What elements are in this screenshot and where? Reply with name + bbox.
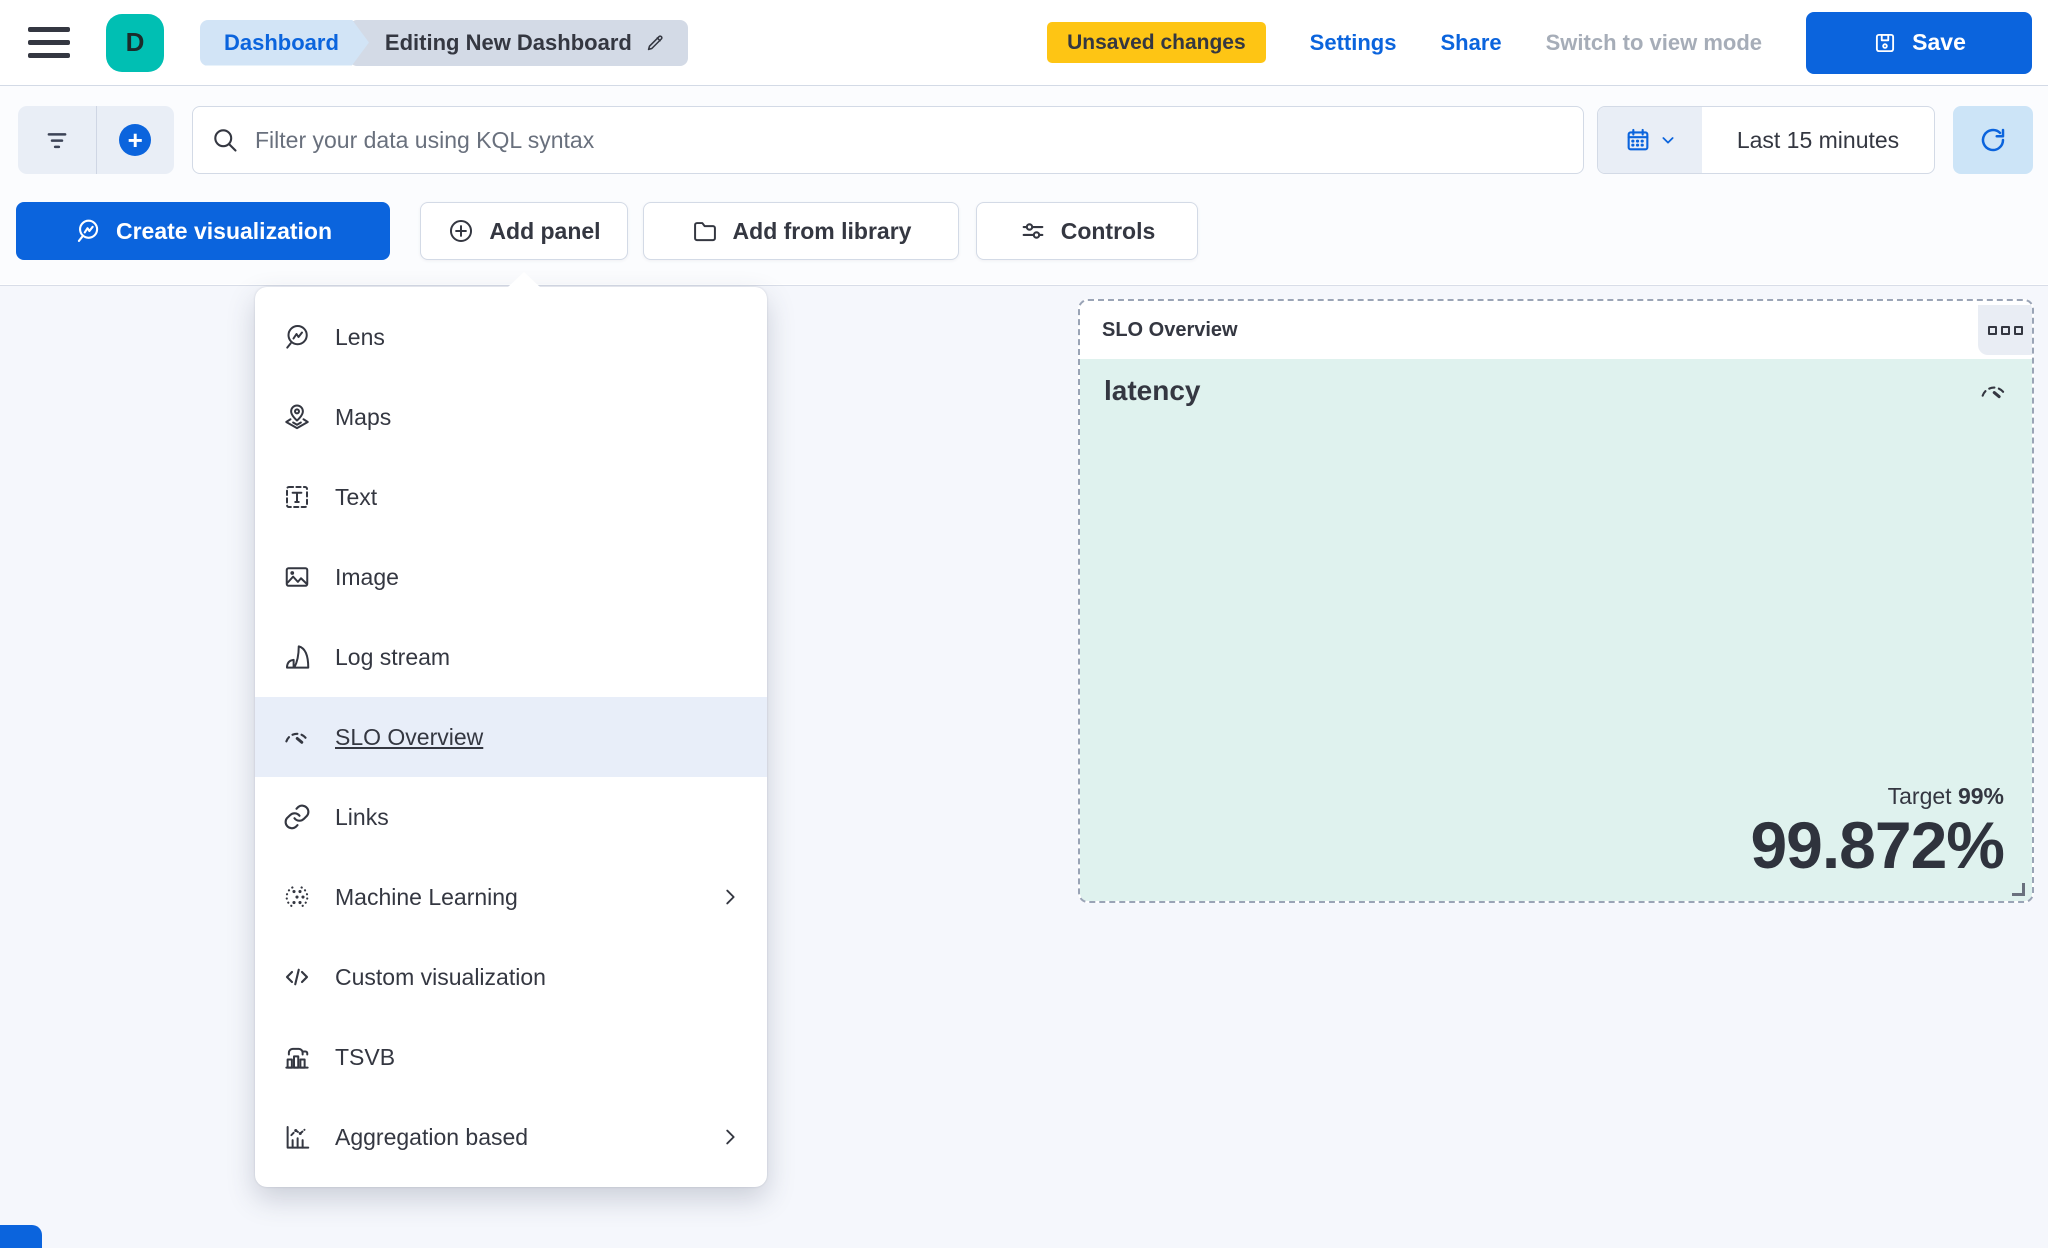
- panel-resize-handle[interactable]: [2012, 883, 2025, 896]
- menu-item-lens[interactable]: Lens: [255, 297, 767, 377]
- time-range-value[interactable]: Last 15 minutes: [1736, 126, 1900, 153]
- bottom-left-partial-element: [0, 1225, 42, 1248]
- pencil-icon: [644, 32, 666, 54]
- menu-item-tsvb[interactable]: TSVB: [255, 1017, 767, 1097]
- log-stream-icon: [281, 641, 313, 673]
- save-button[interactable]: Save: [1806, 11, 2032, 74]
- save-disk-icon: [1872, 30, 1898, 56]
- image-icon: [281, 561, 313, 593]
- menu-item-maps[interactable]: Maps: [255, 377, 767, 457]
- filter-funnel-icon: [47, 133, 67, 149]
- gauge-icon: [281, 721, 313, 753]
- code-icon: [281, 961, 313, 993]
- slo-metric-name: latency: [1104, 375, 1201, 406]
- add-from-library-button[interactable]: Add from library: [643, 202, 959, 260]
- chevron-right-icon: [719, 886, 741, 908]
- plus-circle-icon: +: [119, 124, 152, 156]
- add-panel-button[interactable]: Add panel: [420, 202, 628, 260]
- kql-search-box: [192, 106, 1584, 174]
- folder-icon: [691, 217, 719, 245]
- lens-icon: [281, 321, 313, 353]
- slo-overview-panel[interactable]: SLO Overview latency Target 99% 99.872%: [1078, 299, 2034, 903]
- search-icon: [214, 129, 237, 152]
- chevron-right-icon: [719, 1126, 741, 1148]
- chevron-down-icon: [1662, 137, 1674, 144]
- panel-title: SLO Overview: [1102, 318, 1238, 341]
- sliders-icon: [1019, 217, 1047, 245]
- space-avatar[interactable]: D: [106, 13, 164, 72]
- target-value: 99%: [1957, 782, 2004, 809]
- lens-icon: [74, 217, 102, 245]
- top-bar: D Dashboard Editing New Dashboard Unsave…: [0, 0, 2048, 86]
- menu-item-machine-learning[interactable]: Machine Learning: [255, 857, 767, 937]
- switch-view-mode-link[interactable]: Switch to view mode: [1545, 29, 1762, 55]
- breadcrumb-dashboard[interactable]: Dashboard: [200, 20, 369, 66]
- panel-header: SLO Overview: [1080, 301, 2032, 359]
- tsvb-icon: [281, 1041, 313, 1073]
- add-panel-menu: Lens Maps Text Image: [255, 287, 767, 1187]
- machine-learning-icon: [281, 881, 313, 913]
- share-link[interactable]: Share: [1440, 29, 1502, 55]
- menu-item-text[interactable]: Text: [255, 457, 767, 537]
- menu-item-links[interactable]: Links: [255, 777, 767, 857]
- calendar-icon: [1627, 128, 1649, 151]
- refresh-icon: [1981, 128, 2005, 152]
- query-bar: + Last 15 minutes: [0, 86, 2048, 196]
- menu-item-aggregation-based[interactable]: Aggregation based: [255, 1097, 767, 1177]
- unsaved-changes-badge: Unsaved changes: [1047, 22, 1266, 63]
- gauge-icon: [1978, 375, 2010, 407]
- target-label: Target: [1887, 782, 1952, 809]
- maps-icon: [281, 401, 313, 433]
- menu-hamburger-icon[interactable]: [28, 21, 72, 65]
- edit-toolbar: Create visualization Add panel Add from …: [0, 196, 2048, 284]
- breadcrumb: Dashboard Editing New Dashboard: [200, 19, 688, 66]
- top-bar-actions: Unsaved changes Settings Share Switch to…: [1047, 11, 2032, 74]
- slo-big-value: 99.872%: [1750, 807, 2005, 882]
- settings-link[interactable]: Settings: [1309, 29, 1397, 55]
- dashboard-canvas: Lens Maps Text Image: [0, 285, 2048, 1248]
- plus-in-circle-icon: [447, 217, 475, 245]
- text-icon: [281, 481, 313, 513]
- add-filter-button[interactable]: +: [97, 106, 175, 174]
- breadcrumb-current[interactable]: Editing New Dashboard: [348, 19, 688, 66]
- menu-item-custom-visualization[interactable]: Custom visualization: [255, 937, 767, 1017]
- slo-metric-values: Target 99% 99.872%: [1750, 782, 2005, 882]
- menu-item-slo-overview[interactable]: SLO Overview: [255, 697, 767, 777]
- filter-button-group: +: [18, 106, 174, 174]
- controls-button[interactable]: Controls: [976, 202, 1198, 260]
- panel-options-button[interactable]: [1978, 305, 2032, 355]
- menu-item-image[interactable]: Image: [255, 537, 767, 617]
- kql-search-input[interactable]: [255, 126, 1565, 154]
- menu-item-log-stream[interactable]: Log stream: [255, 617, 767, 697]
- time-range-picker: Last 15 minutes: [1597, 106, 1935, 174]
- filter-funnel-button[interactable]: [18, 106, 96, 174]
- create-visualization-button[interactable]: Create visualization: [16, 202, 390, 260]
- refresh-button[interactable]: [1953, 106, 2033, 174]
- link-icon: [281, 801, 313, 833]
- calendar-dropdown-button[interactable]: [1598, 107, 1702, 173]
- aggregation-icon: [281, 1121, 313, 1153]
- panel-body: latency Target 99% 99.872%: [1080, 359, 2032, 901]
